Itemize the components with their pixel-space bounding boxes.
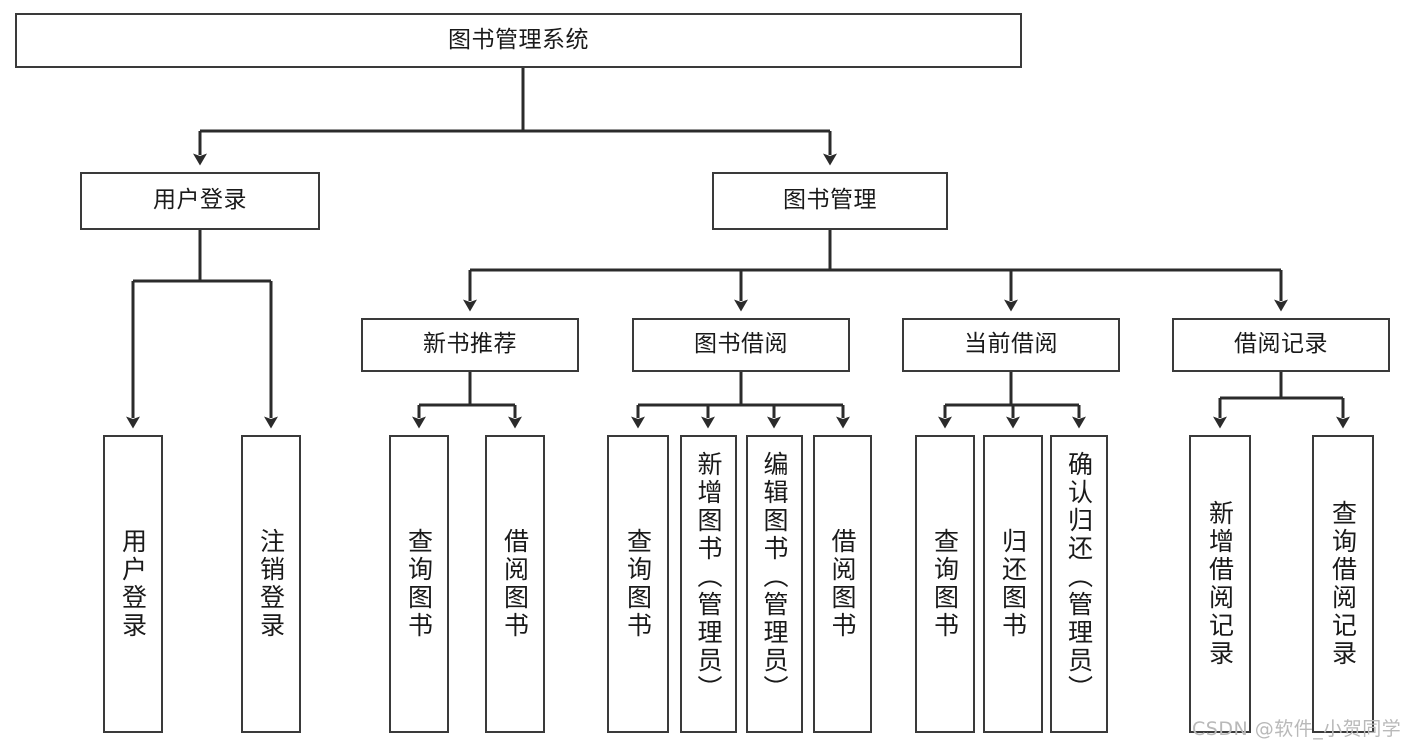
- leaf-edit-book-admin[interactable]: 编辑图书（管理员）: [746, 435, 803, 733]
- leaf-add-borrow-record-label: 新增借阅记录: [1205, 500, 1235, 668]
- leaf-return-book[interactable]: 归还图书: [983, 435, 1043, 733]
- leaf-query-book-2-label: 查询图书: [623, 528, 653, 640]
- leaf-logout-label: 注销登录: [256, 528, 286, 640]
- leaf-query-borrow-record-label: 查询借阅记录: [1328, 500, 1358, 668]
- leaf-query-borrow-record[interactable]: 查询借阅记录: [1312, 435, 1374, 733]
- node-current-borrow-label: 当前借阅: [964, 331, 1058, 358]
- leaf-add-book-admin[interactable]: 新增图书（管理员）: [680, 435, 737, 733]
- leaf-query-book-1-label: 查询图书: [404, 528, 434, 640]
- node-borrow-record[interactable]: 借阅记录: [1172, 318, 1390, 372]
- node-book-borrow[interactable]: 图书借阅: [632, 318, 850, 372]
- node-user-login-label: 用户登录: [153, 187, 247, 214]
- leaf-query-book-3[interactable]: 查询图书: [915, 435, 975, 733]
- leaf-return-book-label: 归还图书: [998, 528, 1028, 640]
- node-root-label: 图书管理系统: [448, 26, 589, 53]
- leaf-borrow-book-1-label: 借阅图书: [500, 528, 530, 640]
- node-current-borrow[interactable]: 当前借阅: [902, 318, 1120, 372]
- leaf-borrow-book-2-label: 借阅图书: [828, 528, 857, 640]
- node-new-book-recommend-label: 新书推荐: [423, 331, 517, 358]
- leaf-add-book-admin-label: 新增图书（管理员）: [694, 451, 723, 703]
- leaf-user-login[interactable]: 用户登录: [103, 435, 163, 733]
- leaf-query-book-2[interactable]: 查询图书: [607, 435, 669, 733]
- node-root[interactable]: 图书管理系统: [15, 13, 1022, 68]
- csdn-watermark: CSDN @软件_小贺同学: [1192, 718, 1402, 740]
- node-borrow-record-label: 借阅记录: [1234, 331, 1328, 358]
- leaf-add-borrow-record[interactable]: 新增借阅记录: [1189, 435, 1251, 733]
- node-book-borrow-label: 图书借阅: [694, 331, 788, 358]
- node-book-manage-label: 图书管理: [783, 187, 877, 214]
- leaf-edit-book-admin-label: 编辑图书（管理员）: [760, 451, 789, 703]
- leaf-borrow-book-2[interactable]: 借阅图书: [813, 435, 872, 733]
- node-user-login[interactable]: 用户登录: [80, 172, 320, 230]
- leaf-confirm-return-admin-label: 确认归还（管理员）: [1064, 451, 1094, 703]
- leaf-logout[interactable]: 注销登录: [241, 435, 301, 733]
- leaf-borrow-book-1[interactable]: 借阅图书: [485, 435, 545, 733]
- leaf-query-book-1[interactable]: 查询图书: [389, 435, 449, 733]
- node-new-book-recommend[interactable]: 新书推荐: [361, 318, 579, 372]
- node-book-manage[interactable]: 图书管理: [712, 172, 948, 230]
- leaf-query-book-3-label: 查询图书: [930, 528, 960, 640]
- leaf-user-login-label: 用户登录: [118, 528, 148, 640]
- leaf-confirm-return-admin[interactable]: 确认归还（管理员）: [1050, 435, 1108, 733]
